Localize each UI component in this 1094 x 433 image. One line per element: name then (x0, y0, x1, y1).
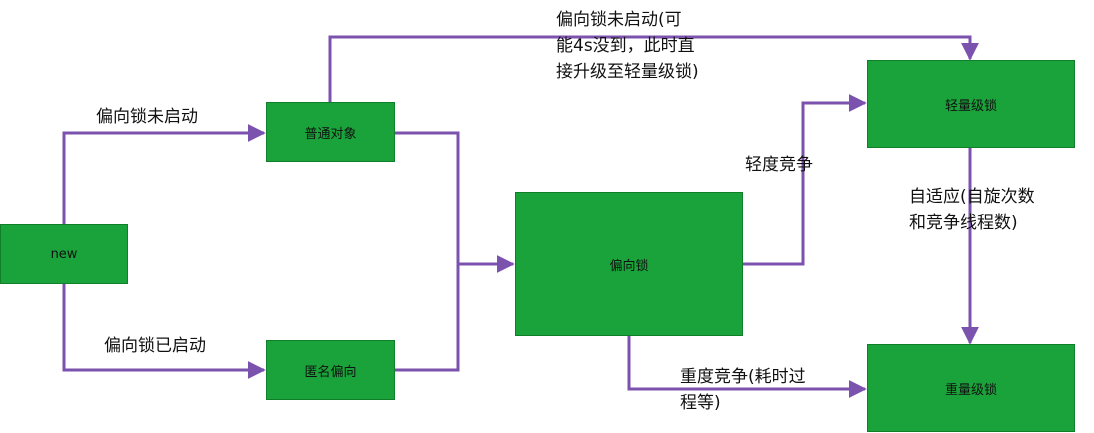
edge-anonymous-to-biased (395, 264, 460, 372)
label-light-contention: 轻度竞争 (745, 155, 813, 175)
edge-normal-to-lightweight (328, 35, 979, 102)
label-bias-not-enabled: 偏向锁未启动 (96, 107, 198, 127)
edge-normal-to-biased (395, 131, 460, 264)
node-anonymous-bias: 匿名偏向 (266, 340, 395, 400)
label-heavy-contention: 重度竞争(耗时过 程等) (680, 364, 806, 416)
node-heavyweight-lock: 重量级锁 (867, 344, 1075, 432)
label-line: 和竞争线程数) (909, 213, 1018, 233)
edge-biased-to-lightweight (743, 94, 867, 266)
label-line: 自适应(自旋次数 (909, 187, 1035, 207)
node-normal-object: 普通对象 (266, 102, 395, 162)
node-lightweight-lock: 轻量级锁 (867, 60, 1075, 148)
edge-new-to-anonymous (62, 284, 266, 379)
label-bias-enabled: 偏向锁已启动 (104, 336, 206, 356)
label-adaptive-spin: 自适应(自旋次数 和竞争线程数) (909, 184, 1035, 236)
edge-biased-to-heavyweight (627, 336, 867, 398)
node-biased-lock: 偏向锁 (515, 192, 743, 336)
edge-new-to-normal (62, 124, 266, 224)
label-line: 程等) (680, 393, 721, 413)
label-line: 能4s没到，此时直 (556, 36, 695, 56)
label-line: 接升级至轻量级锁) (556, 62, 699, 82)
label-line: 重度竞争(耗时过 (680, 367, 806, 387)
node-new: new (0, 224, 128, 284)
label-bias-not-started-note: 偏向锁未启动(可 能4s没到，此时直 接升级至轻量级锁) (556, 7, 699, 85)
label-line: 偏向锁未启动(可 (556, 10, 682, 30)
